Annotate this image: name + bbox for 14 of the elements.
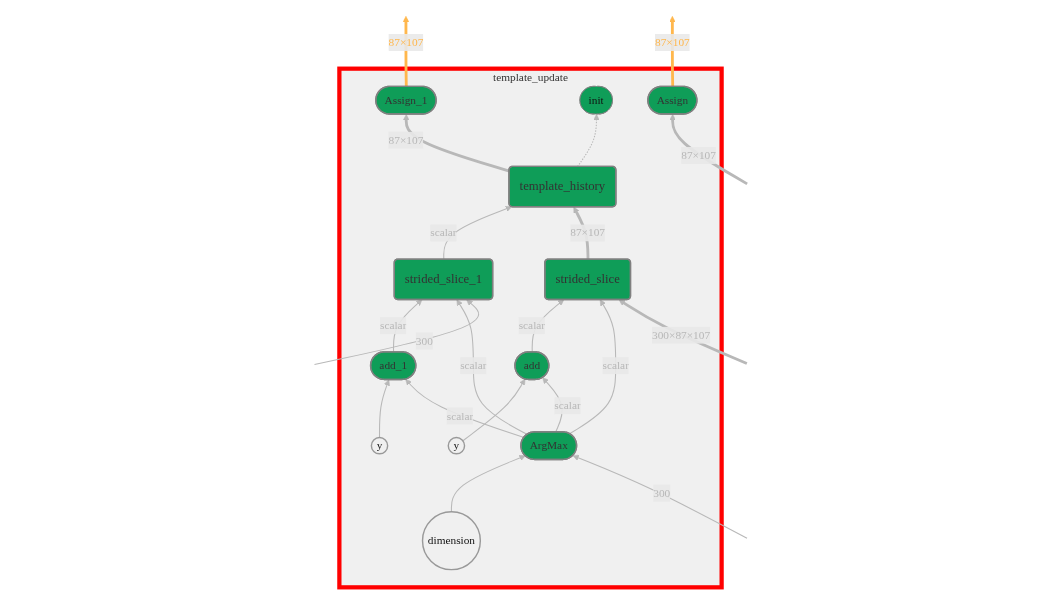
edge-label: 87×107 (388, 34, 424, 51)
arrow (379, 379, 390, 438)
arrow (450, 455, 526, 513)
node-circle: dimension (421, 511, 482, 571)
arrow (456, 299, 528, 435)
arrow (403, 114, 510, 173)
arrow (576, 114, 600, 168)
arrow (313, 299, 480, 366)
edge-label: 87×107 (655, 34, 690, 51)
arrow (569, 299, 617, 435)
node-circle: y (370, 436, 389, 455)
arrow (572, 454, 748, 539)
arrow (462, 378, 526, 442)
node-circle: y (447, 436, 466, 455)
